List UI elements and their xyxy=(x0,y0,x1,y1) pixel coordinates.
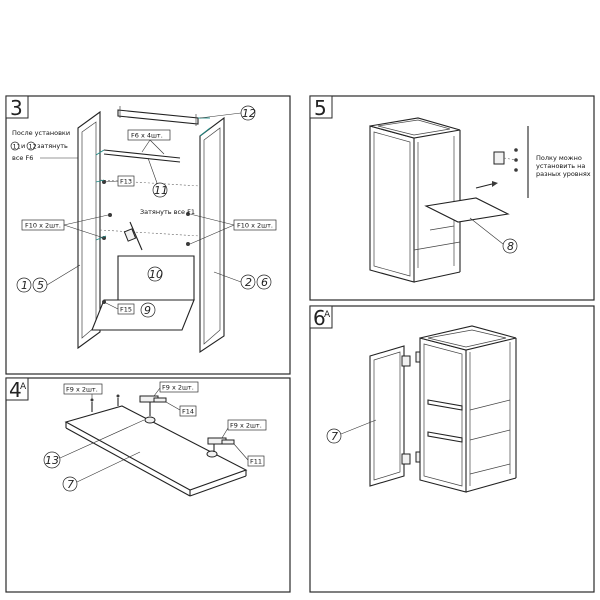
p3-label-f10-left: F10 x 2шт. xyxy=(25,222,61,230)
panel-step-3: 3 После установки 11 и 12 затянуть все F… xyxy=(5,95,291,375)
shelf-pin-icon xyxy=(493,151,505,165)
panel-4a-frame xyxy=(5,377,291,593)
screwdriver-icon xyxy=(129,221,143,251)
p3-label-f10-right: F10 x 2шт. xyxy=(237,222,273,230)
step-6a-number: 6 xyxy=(313,306,326,330)
p3-label-f6: F6 x 4шт. xyxy=(131,132,163,140)
p3-right-side-panel xyxy=(199,116,225,354)
p3-part-6: 6 xyxy=(261,276,268,289)
p3-top-rail xyxy=(117,109,199,125)
p3-note-line3: все F6 xyxy=(12,154,33,162)
p3-part-11: 11 xyxy=(154,184,168,197)
p4-label-f9-c: F9 x 2шт. xyxy=(230,422,262,430)
p5-cabinet-side xyxy=(369,125,415,283)
p3-left-side-panel xyxy=(77,110,101,350)
p5-shelf xyxy=(424,197,510,223)
p3-part-1: 1 xyxy=(21,279,28,292)
p4-label-f9-a: F9 x 2шт. xyxy=(66,386,98,394)
step-6a-suffix: A xyxy=(324,310,331,320)
p5-note-line2: установить на xyxy=(536,162,585,170)
hinge-icon xyxy=(401,453,411,465)
p4-label-f9-b: F9 x 2шт. xyxy=(162,384,194,392)
panel-step-4a: 4 A F9 x 2шт. F9 x 2шт. xyxy=(5,377,291,593)
p5-note-line1: Полку можно xyxy=(536,154,582,162)
step-3-number: 3 xyxy=(10,96,23,120)
p3-part-5: 5 xyxy=(37,279,44,292)
hinge-icon xyxy=(139,395,167,416)
p6-cabinet-side xyxy=(419,337,467,493)
p3-note-ref-a: 11 xyxy=(13,143,21,151)
p3-note-line1: После установки xyxy=(12,129,70,137)
step-3-tab xyxy=(5,95,29,119)
hinge-icon xyxy=(207,437,235,452)
step-6a-tab xyxy=(309,305,333,329)
p3-part-9: 9 xyxy=(144,304,151,317)
step-4a-number: 4 xyxy=(9,378,22,402)
p3-label-tighten: Затянуть все F1 xyxy=(140,208,195,216)
p4-part-7: 7 xyxy=(67,478,74,491)
p4-label-f11: F11 xyxy=(250,458,262,466)
p5-part-8: 8 xyxy=(507,240,514,253)
p3-label-f13: F13 xyxy=(120,178,132,186)
p4-label-f14: F14 xyxy=(182,408,194,416)
p6-door xyxy=(369,345,405,487)
p3-note-end: затянуть xyxy=(37,142,68,150)
step-4a-suffix: A xyxy=(20,382,27,392)
hinge-icon xyxy=(401,355,411,367)
panel-5-frame xyxy=(309,95,595,301)
p3-part-12: 12 xyxy=(242,107,256,120)
p4-part-13: 13 xyxy=(45,454,59,467)
p3-note-mid: и xyxy=(21,142,25,150)
p3-label-f15: F15 xyxy=(120,306,132,314)
panel-step-6a: 6 A 7 xyxy=(309,305,595,593)
panel-step-5: 5 Полку можно установить на разных уровн… xyxy=(309,95,595,301)
step-5-tab xyxy=(309,95,333,119)
step-5-number: 5 xyxy=(314,96,327,120)
p6-part-7: 7 xyxy=(331,430,338,443)
step-4a-tab xyxy=(5,377,29,401)
p5-note-line3: разных уровнях xyxy=(536,170,591,178)
p3-note-ref-b: 12 xyxy=(29,143,37,151)
p3-part-10: 10 xyxy=(149,268,163,281)
p3-part-2: 2 xyxy=(245,276,252,289)
